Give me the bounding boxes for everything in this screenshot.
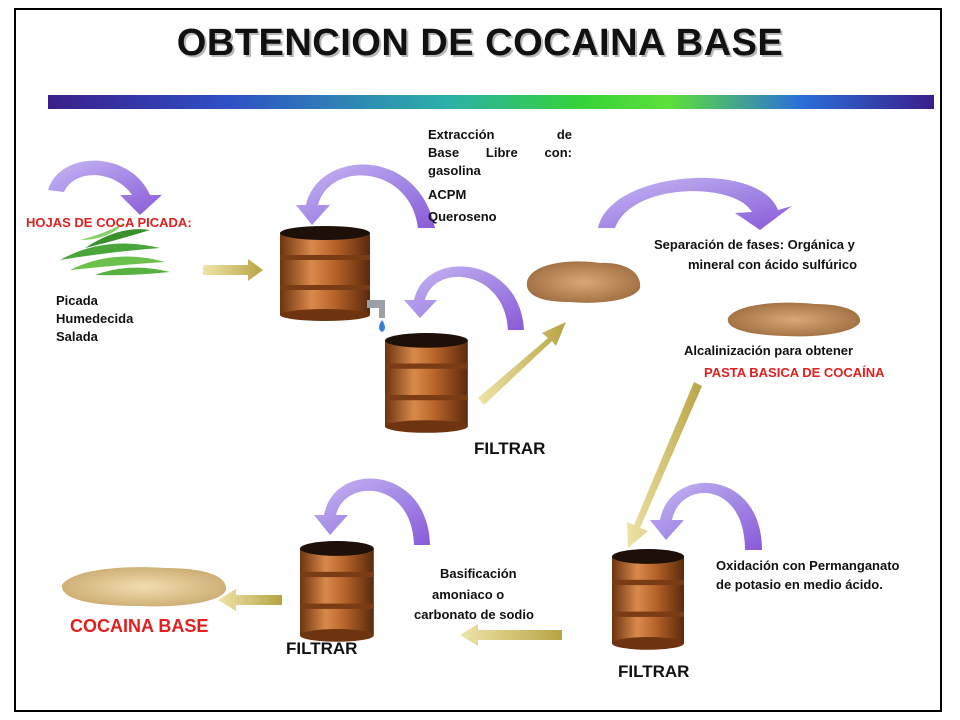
barrel-extraccion — [280, 226, 385, 332]
gradient-divider — [48, 95, 934, 109]
label-gasolina: gasolina — [428, 163, 481, 178]
label-salada: Salada — [56, 329, 98, 344]
label-extraccion-1: Extracción de — [428, 127, 572, 142]
label-oxidacion-1: Oxidación con Permanganato — [716, 558, 900, 573]
label-filtrar-2: FILTRAR — [618, 662, 690, 681]
cocaina-base-pile — [61, 567, 227, 607]
arrow-pasta-to-filtrar — [627, 382, 702, 548]
arrow-to-cocaina-base — [218, 589, 282, 611]
label-basificacion-2: amoniaco o — [432, 587, 505, 602]
barrel-filtrar-2 — [612, 549, 684, 650]
label-basificacion-3: carbonato de sodio — [414, 607, 534, 622]
curved-arrow-filtrar-3 — [314, 478, 430, 545]
slide-frame — [14, 8, 942, 712]
label-filtrar-1: FILTRAR — [474, 439, 546, 458]
label-acpm: ACPM — [428, 187, 467, 202]
page-title: OBTENCION DE COCAINA BASE — [176, 22, 784, 64]
label-queroseno: Queroseno — [428, 209, 497, 224]
curved-arrow-oxidacion — [650, 482, 762, 550]
label-alcalinizacion: Alcalinización para obtener — [684, 343, 854, 358]
label-extraccion-2: Base Libre con: — [428, 145, 572, 160]
paste-pile-2 — [727, 302, 861, 337]
barrel-filtrar-3 — [300, 541, 374, 642]
tap-icon — [367, 300, 385, 308]
label-picada: Picada — [56, 293, 98, 308]
label-separacion-1: Separación de fases: Orgánica y — [654, 237, 855, 252]
arrow-filtrar-to-paste — [478, 322, 566, 405]
label-humedecida: Humedecida — [56, 311, 134, 326]
curved-arrow-hojas — [48, 160, 162, 215]
arrow-filtrar2-to-filtrar3 — [460, 624, 562, 646]
label-pasta-basica: PASTA BASICA DE COCAÍNA — [704, 365, 885, 380]
label-hojas: HOJAS DE COCA PICADA: — [26, 215, 192, 230]
coca-leaves-icon — [60, 222, 170, 276]
label-separacion-2: mineral con ácido sulfúrico — [688, 257, 858, 272]
label-oxidacion-2: de potasio en medio ácido. — [716, 577, 883, 592]
arrow-hojas-to-barrel — [203, 259, 263, 281]
barrel-filtrar-1 — [385, 333, 468, 433]
paste-pile-1 — [526, 261, 641, 303]
curved-arrow-filtrar-1 — [404, 266, 524, 330]
label-cocaina-base: COCAINA BASE — [70, 616, 209, 636]
curved-arrow-separacion — [598, 177, 792, 230]
curved-arrow-extraccion — [296, 164, 435, 228]
label-filtrar-3: FILTRAR — [286, 639, 358, 658]
drop-icon — [379, 320, 385, 332]
label-basificacion-1: Basificación — [440, 566, 517, 581]
